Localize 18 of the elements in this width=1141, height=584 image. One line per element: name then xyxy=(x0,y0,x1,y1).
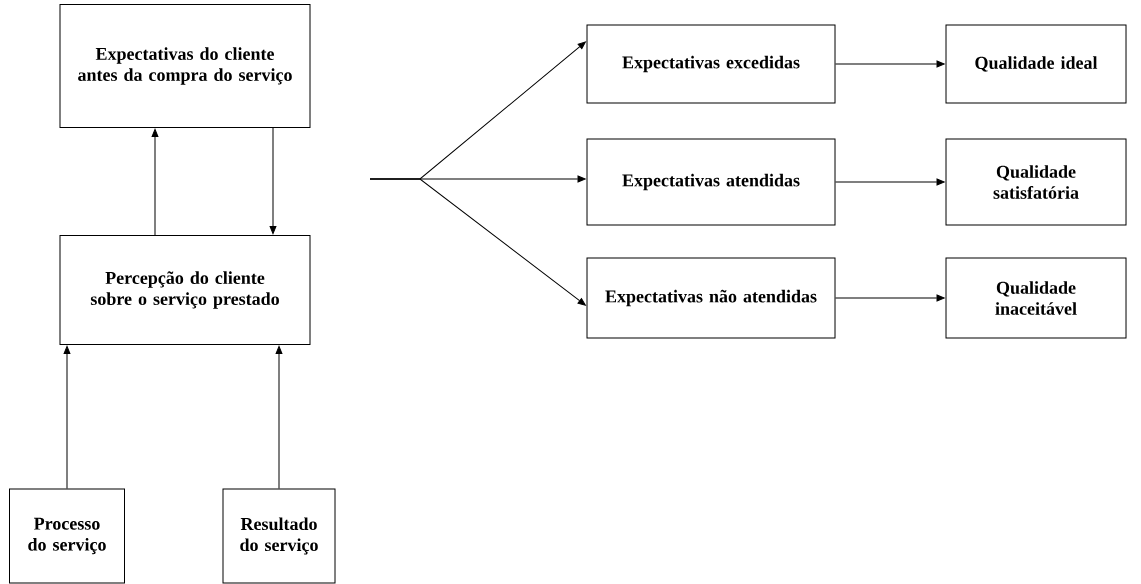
process-box: Expectativas não atendidas xyxy=(586,257,836,339)
arrow xyxy=(63,345,71,489)
process-box: Resultado do serviço xyxy=(222,488,336,584)
process-box: Expectativas do cliente antes da compra do serviço xyxy=(59,4,311,128)
arrow xyxy=(151,128,159,236)
process-box: Qualidade satisfatória xyxy=(945,138,1127,226)
process-box: Qualidade inaceitável xyxy=(945,257,1127,339)
process-box: Expectativas atendidas xyxy=(586,138,836,226)
arrow xyxy=(275,345,283,489)
process-box: Expectativas excedidas xyxy=(586,24,836,104)
arrow xyxy=(835,294,945,302)
process-box: Percepção do cliente sobre o serviço prestado xyxy=(59,235,311,345)
arrow xyxy=(269,127,277,235)
process-box: Qualidade ideal xyxy=(945,24,1127,104)
arrow xyxy=(369,178,586,306)
process-box: Processo do serviço xyxy=(9,488,125,584)
arrow xyxy=(835,60,945,68)
arrow xyxy=(835,178,945,186)
